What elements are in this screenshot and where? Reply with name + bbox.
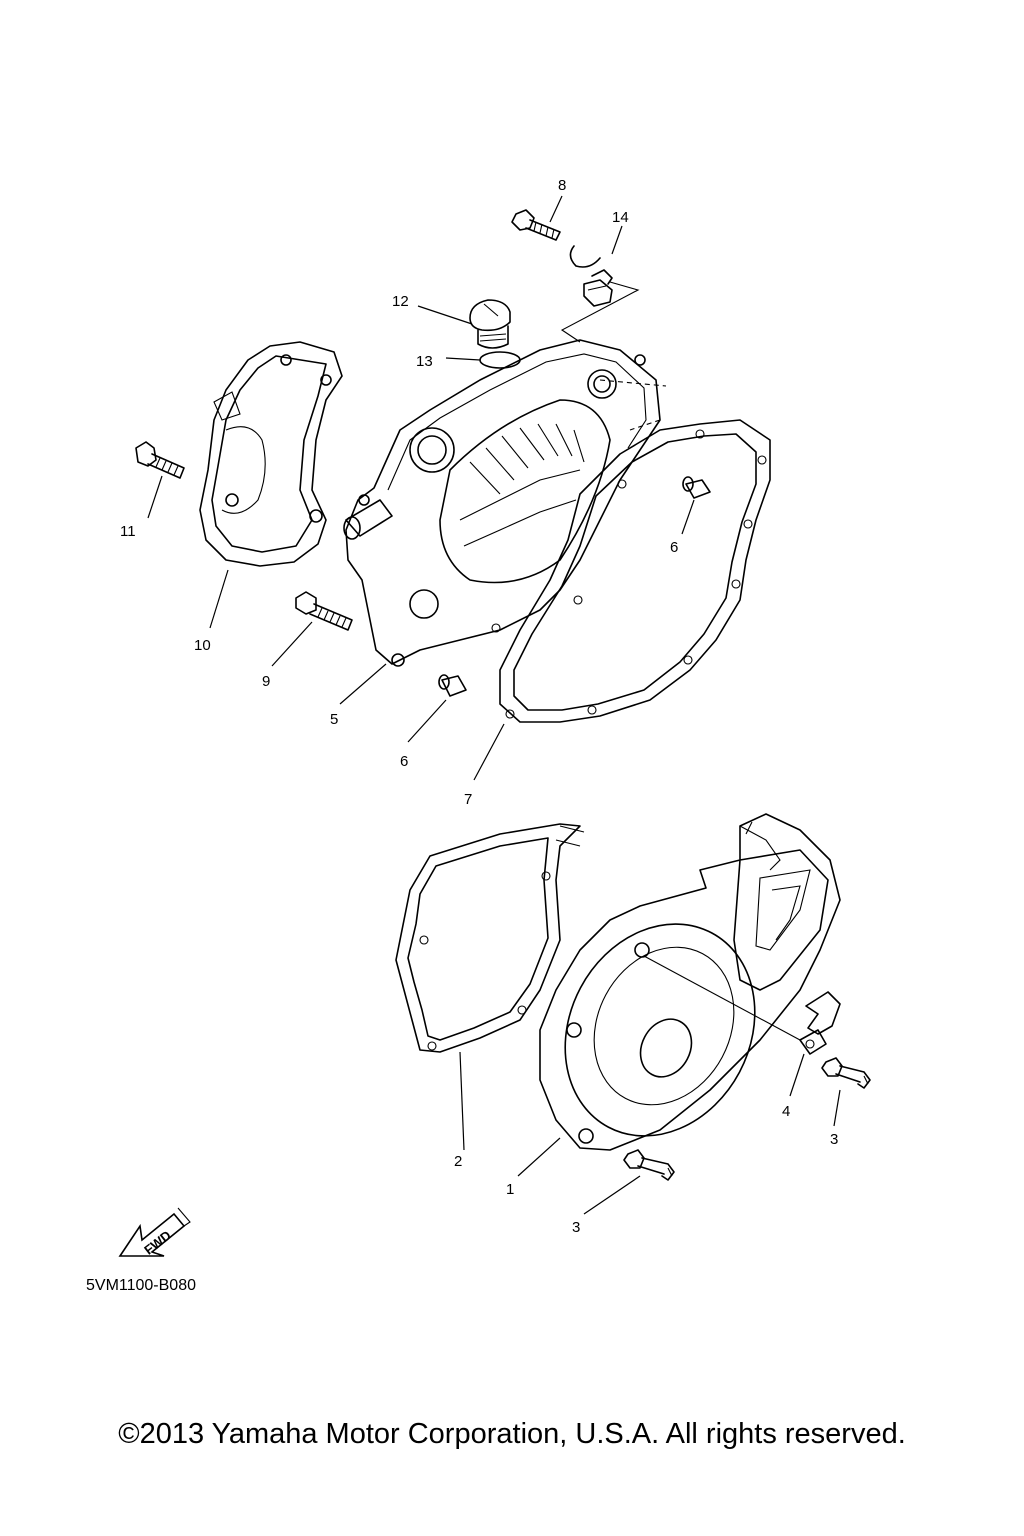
part-label-8: 8 [558,177,566,194]
part-label-10: 10 [194,637,211,654]
crankcase-cover-part-5 [343,339,667,667]
part-label-7: 7 [464,791,472,808]
part-label-3-lower: 3 [572,1219,580,1236]
diagram-code: 5VM1100-B080 [86,1277,196,1294]
part-label-11: 11 [120,523,136,540]
part-label-3-right: 3 [830,1131,838,1148]
generator-cover-part-1 [539,813,841,1151]
o-ring-part-13 [479,351,521,369]
copyright-notice: ©2013 Yamaha Motor Corporation, U.S.A. A… [118,1418,906,1450]
part-number-labels: 8 14 12 13 11 10 9 5 6 6 7 4 3 3 2 1 [120,177,838,1236]
bolt-part-3-right [821,1057,871,1089]
part-label-12: 12 [392,293,409,310]
bolt-part-9 [295,591,353,631]
part-label-4: 4 [782,1103,790,1120]
forward-direction-arrow: FWD [118,1207,191,1258]
part-label-13: 13 [416,353,433,370]
clip-part-14 [569,245,613,307]
gasket-part-7 [491,419,771,723]
part-label-14: 14 [612,209,629,226]
leader-14-to-cover [560,281,640,343]
part-label-6-upper: 6 [670,539,678,556]
bolt-part-3-lower [623,1149,675,1181]
leader-lines [147,195,841,1215]
part-label-2: 2 [454,1153,462,1170]
oil-filler-cap-part-12 [469,299,511,349]
gasket-part-2 [395,823,585,1053]
part-label-1: 1 [506,1181,514,1198]
clamp-part-4 [799,991,841,1055]
bolt-part-11 [135,441,185,479]
part-label-9: 9 [262,673,270,690]
cover-part-10 [199,341,343,567]
dowel-pin-part-6-upper [682,476,711,499]
part-label-5: 5 [330,711,338,728]
bolt-part-8 [511,209,561,241]
part-label-6-lower: 6 [400,753,408,770]
dowel-pin-part-6-lower [438,674,467,697]
